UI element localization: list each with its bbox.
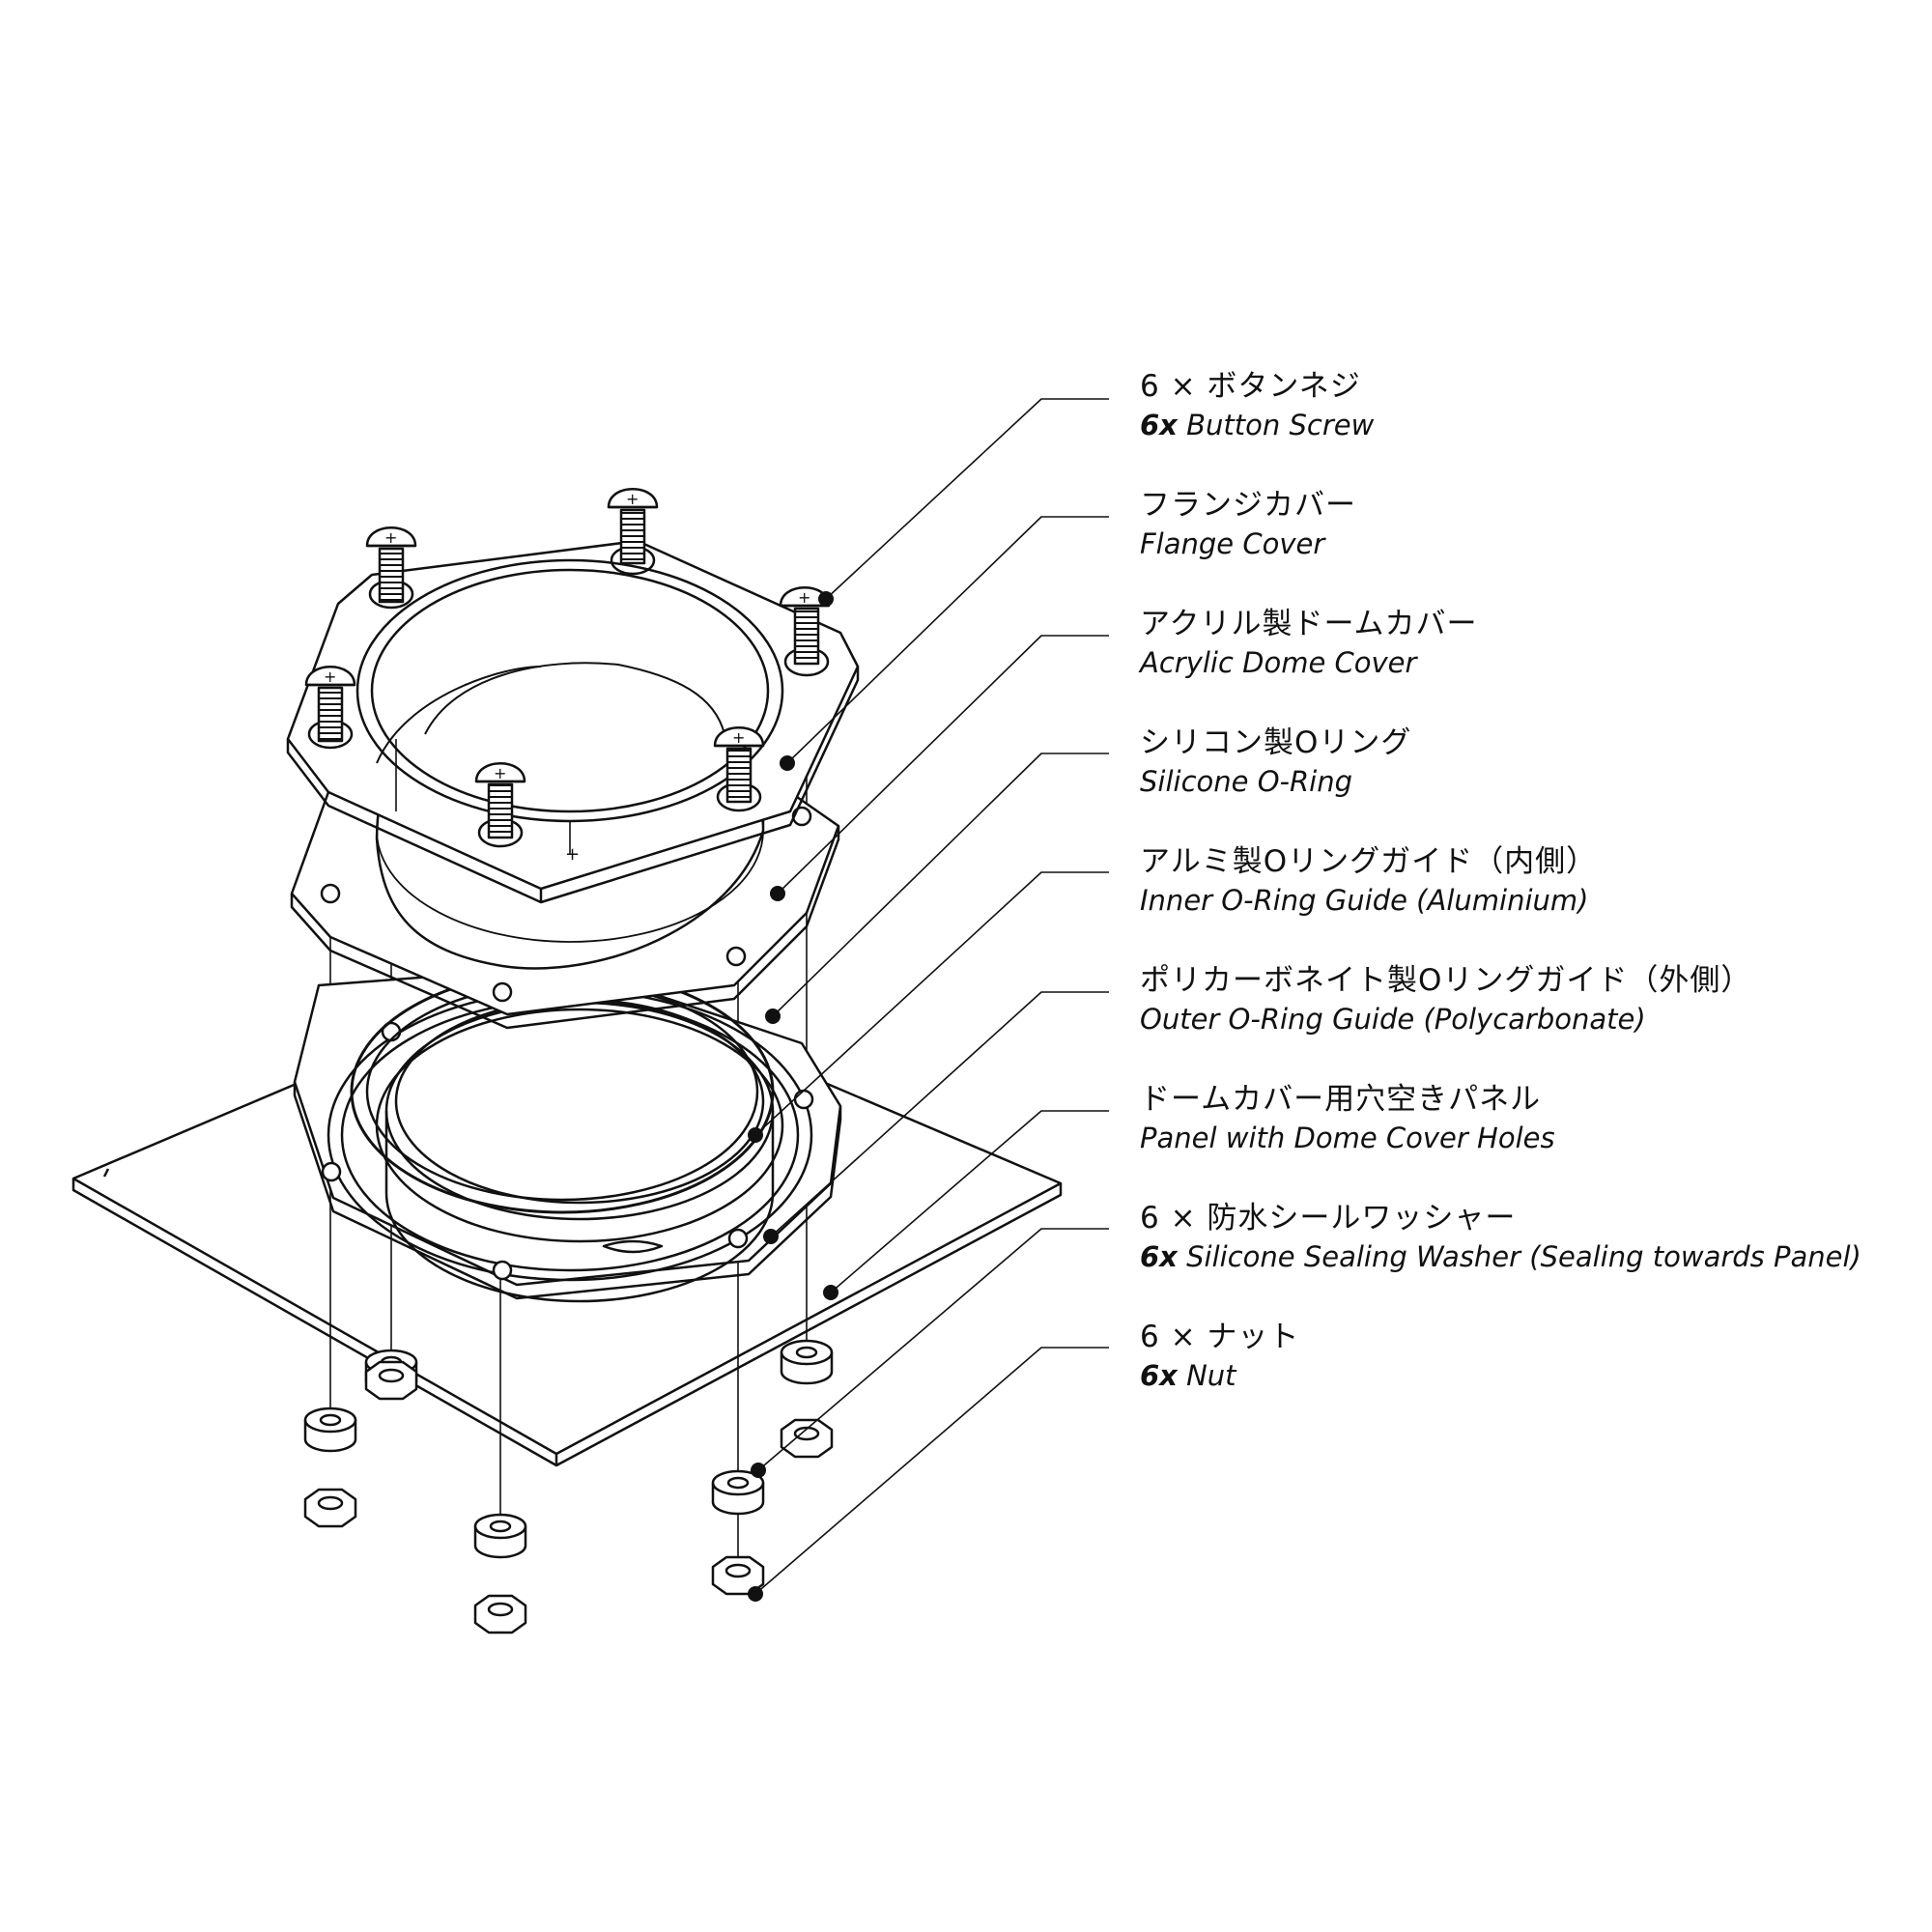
label-ja: ポリカーボネイト製Oリングガイド（外側） xyxy=(1140,963,1752,998)
label-en: Silicone O-Ring xyxy=(1140,765,1352,798)
svg-text:+: + xyxy=(732,728,745,747)
sealing-washer xyxy=(473,1513,527,1559)
svg-text:+: + xyxy=(798,588,810,607)
label-button-screw: 6 × ボタンネジ 6x Button Screw xyxy=(1140,367,1913,444)
label-sealing-washer: 6 × 防水シールワッシャー 6x Silicone Sealing Washe… xyxy=(1140,1199,1913,1276)
svg-text:+: + xyxy=(494,764,506,782)
sealing-washer xyxy=(780,1339,834,1385)
button-screw: + xyxy=(607,488,659,565)
nut xyxy=(473,1594,527,1634)
nut xyxy=(303,1488,357,1528)
label-ja: シリコン製Oリング xyxy=(1140,725,1412,760)
label-ja: ドームカバー用穴空きパネル xyxy=(1140,1082,1542,1117)
label-en: 6x Nut xyxy=(1140,1359,1236,1392)
label-en: Flange Cover xyxy=(1140,527,1325,560)
svg-text:+: + xyxy=(324,668,336,686)
nut xyxy=(711,1555,765,1596)
label-ja: 6 × 防水シールワッシャー xyxy=(1140,1201,1517,1236)
label-en: 6x Button Screw xyxy=(1140,409,1375,441)
svg-text:+: + xyxy=(565,844,580,865)
leader-dots xyxy=(748,591,838,1602)
label-outer-o-ring-guide: ポリカーボネイト製Oリングガイド（外側） Outer O-Ring Guide … xyxy=(1140,961,1913,1038)
label-ja: フランジカバー xyxy=(1140,488,1356,523)
label-silicone-o-ring: シリコン製Oリング Silicone O-Ring xyxy=(1140,724,1913,801)
label-inner-o-ring-guide: アルミ製Oリングガイド（内側） Inner O-Ring Guide (Alum… xyxy=(1140,842,1913,920)
label-en: Acrylic Dome Cover xyxy=(1140,646,1417,679)
flange-cover: + xyxy=(286,539,860,904)
button-screw: + xyxy=(365,526,417,604)
button-screws: + + + + xyxy=(304,488,831,839)
button-screw: + xyxy=(474,762,526,839)
svg-text:+: + xyxy=(626,490,639,508)
label-en: Outer O-Ring Guide (Polycarbonate) xyxy=(1140,1003,1646,1036)
label-ja: 6 × ボタンネジ xyxy=(1140,369,1361,404)
sealing-washer xyxy=(711,1469,765,1516)
button-screw: + xyxy=(713,726,765,804)
nut xyxy=(364,1360,418,1401)
label-ja: アルミ製Oリングガイド（内側） xyxy=(1140,844,1598,879)
label-panel: ドームカバー用穴空きパネル Panel with Dome Cover Hole… xyxy=(1140,1080,1913,1157)
label-en: Panel with Dome Cover Holes xyxy=(1140,1122,1555,1154)
nuts xyxy=(303,1360,834,1634)
sealing-washer xyxy=(303,1406,357,1453)
label-flange-cover: フランジカバー Flange Cover xyxy=(1140,486,1913,563)
leader-lines xyxy=(754,398,1109,1595)
label-acrylic-dome-cover: アクリル製ドームカバー Acrylic Dome Cover xyxy=(1140,605,1913,682)
label-en: Inner O-Ring Guide (Aluminium) xyxy=(1140,884,1589,917)
svg-text:+: + xyxy=(384,528,397,547)
nut xyxy=(780,1418,834,1459)
label-nut: 6 × ナット 6x Nut xyxy=(1140,1318,1913,1395)
label-ja: アクリル製ドームカバー xyxy=(1140,607,1478,641)
inner-o-ring-guide xyxy=(375,998,784,1303)
button-screw: + xyxy=(304,666,356,743)
sealing-washers xyxy=(303,1339,834,1559)
label-en: 6x Silicone Sealing Washer (Sealing towa… xyxy=(1140,1240,1861,1273)
button-screw: + xyxy=(779,586,831,666)
label-ja: 6 × ナット xyxy=(1140,1320,1300,1354)
